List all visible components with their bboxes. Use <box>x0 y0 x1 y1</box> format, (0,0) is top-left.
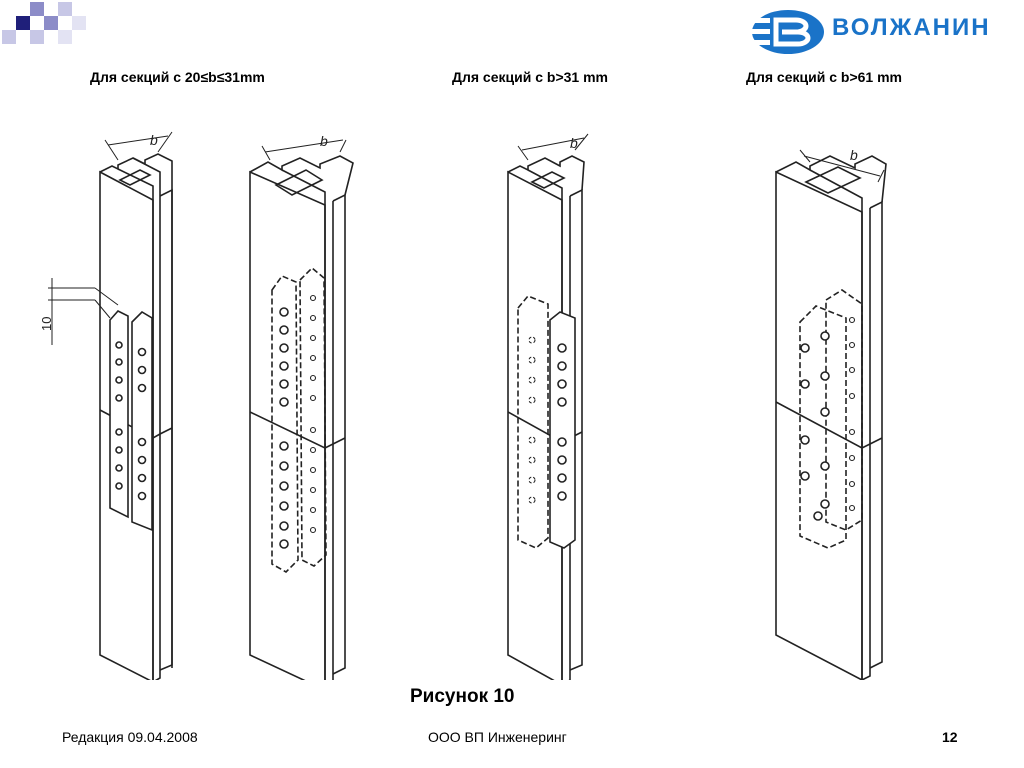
volzhanin-logo <box>740 10 824 54</box>
column-2: b <box>249 133 354 680</box>
technical-drawing: b 10 b <box>39 131 887 680</box>
logo-text: ВОЛЖАНИН <box>832 14 991 41</box>
caption-section-20-31: Для секций с 20≤b≤31mm <box>90 69 265 85</box>
dimension-b-label-1: b <box>150 132 158 148</box>
corner-decoration <box>2 2 86 44</box>
caption-section-over-31: Для секций с b>31 mm <box>452 69 608 85</box>
dimension-10-label: 10 <box>39 317 54 331</box>
footer-company: ООО ВП Инженеринг <box>428 729 567 745</box>
caption-section-over-61: Для секций с b>61 mm <box>746 69 902 85</box>
column-1: b 10 <box>39 131 173 680</box>
page-number: 12 <box>942 729 958 745</box>
dimension-b-label-3: b <box>570 135 578 151</box>
dimension-b-label-2: b <box>320 133 328 149</box>
footer-revision-date: Редакция 09.04.2008 <box>62 729 198 745</box>
column-4: b <box>775 147 887 680</box>
figure-title: Рисунок 10 <box>410 686 515 707</box>
dimension-b-label-4: b <box>850 147 858 163</box>
column-3: b <box>507 133 589 680</box>
